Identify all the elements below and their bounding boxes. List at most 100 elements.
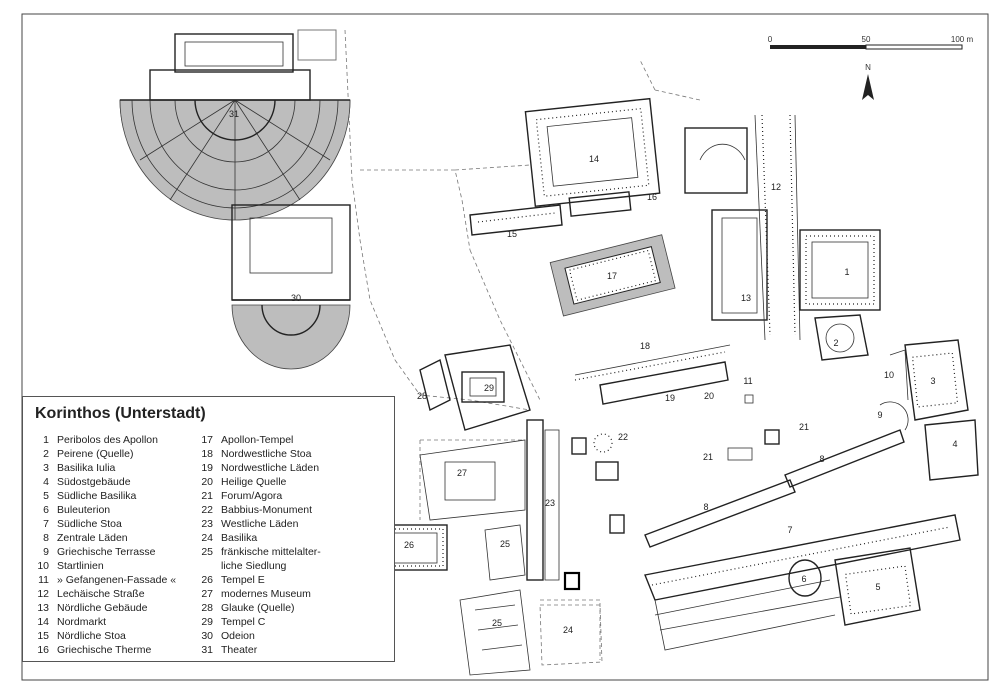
label-4: 4 bbox=[952, 439, 957, 449]
legend-item-label: Südostgebäude bbox=[57, 476, 131, 488]
building-nordmarkt bbox=[524, 97, 661, 207]
boundary-lines bbox=[344, 29, 701, 660]
building-suedostgebaeude bbox=[924, 419, 979, 481]
building-apollon-tempel bbox=[549, 234, 676, 317]
legend-item-label: Südliche Stoa bbox=[57, 518, 122, 530]
building-buleuterion bbox=[788, 559, 822, 597]
legend-item: 4 Südostgebäude bbox=[31, 475, 176, 489]
building-museum bbox=[419, 439, 526, 521]
label-22: 22 bbox=[618, 432, 628, 442]
north-label: N bbox=[865, 63, 871, 72]
building-suedliche-basilika bbox=[834, 547, 921, 626]
legend-item-label: Griechische Therme bbox=[57, 644, 152, 656]
label-17: 17 bbox=[607, 271, 617, 281]
label-5: 5 bbox=[875, 582, 880, 592]
building-griechische-therme bbox=[568, 191, 632, 217]
legend-item-label: Nördliche Gebäude bbox=[57, 602, 148, 614]
label-10: 10 bbox=[884, 370, 894, 380]
label-28: 28 bbox=[417, 391, 427, 401]
label-12: 12 bbox=[771, 182, 781, 192]
label-16: 16 bbox=[647, 192, 657, 202]
legend-item-label: Westliche Läden bbox=[221, 518, 299, 530]
legend-item-number: 17 bbox=[201, 434, 213, 446]
building-westliche-laeden bbox=[526, 419, 581, 591]
legend-item-number: 5 bbox=[43, 490, 49, 502]
legend-item-number: 26 bbox=[201, 574, 213, 586]
legend-item-number: 31 bbox=[201, 644, 213, 656]
label-9: 9 bbox=[877, 410, 882, 420]
road-lechaeische-strasse bbox=[754, 114, 801, 341]
label-8a: 8 bbox=[703, 502, 708, 512]
legend-item: liche Siedlung bbox=[195, 559, 321, 573]
legend-item-number: 4 bbox=[43, 476, 49, 488]
label-14: 14 bbox=[589, 154, 599, 164]
north-arrow-icon: N bbox=[862, 63, 874, 100]
legend-item-label: Babbius-Monument bbox=[221, 504, 313, 516]
legend-item-label: Odeion bbox=[221, 630, 255, 642]
label-18: 18 bbox=[640, 341, 650, 351]
building-suedliche-stoa bbox=[644, 514, 961, 651]
scale-bar-white bbox=[865, 44, 963, 50]
legend-item-label: Tempel E bbox=[221, 574, 265, 586]
legend-item-number: 15 bbox=[37, 630, 49, 642]
legend-item-number: 20 bbox=[201, 476, 213, 488]
label-25b: 25 bbox=[492, 618, 502, 628]
legend-item-number: 12 bbox=[37, 588, 49, 600]
legend-item: 31 Theater bbox=[195, 643, 321, 657]
legend-item: 26 Tempel E bbox=[195, 573, 321, 587]
legend-item: 11» Gefangenen-Fassade « bbox=[31, 573, 176, 587]
legend-item-number: 6 bbox=[43, 504, 49, 516]
building-noerdliche-gebaeude bbox=[684, 127, 768, 321]
legend-item-number bbox=[195, 559, 221, 573]
legend-item-label: Buleuterion bbox=[57, 504, 111, 516]
label-30: 30 bbox=[291, 293, 301, 303]
legend-item-label: Basilika Iulia bbox=[57, 462, 116, 474]
legend-item: 6 Buleuterion bbox=[31, 503, 176, 517]
legend-item: 3 Basilika Iulia bbox=[31, 461, 176, 475]
legend-item-number: 1 bbox=[43, 434, 49, 446]
legend-item-number: 2 bbox=[43, 448, 49, 460]
legend-item-label: Heilige Quelle bbox=[221, 476, 287, 488]
building-noerdliche-stoa bbox=[469, 204, 563, 236]
scale-tick-0: 0 bbox=[768, 35, 773, 44]
legend-item-number: 11 bbox=[38, 574, 49, 586]
label-21a: 21 bbox=[799, 422, 809, 432]
label-1: 1 bbox=[844, 267, 849, 277]
plan-labels: 1 2 3 4 5 6 7 8 8 9 10 11 12 13 14 15 16… bbox=[229, 109, 958, 635]
legend-item-label: Südliche Basilika bbox=[57, 490, 137, 502]
scale-bar-black bbox=[770, 45, 866, 49]
legend-item: 17 Apollon-Tempel bbox=[195, 433, 321, 447]
legend-item-label: Zentrale Läden bbox=[57, 532, 128, 544]
legend-item-label: Apollon-Tempel bbox=[221, 434, 294, 446]
label-3: 3 bbox=[930, 376, 935, 386]
legend-item-number: 21 bbox=[201, 490, 213, 502]
legend-item-number: 3 bbox=[43, 462, 49, 474]
label-13: 13 bbox=[741, 293, 751, 303]
label-23: 23 bbox=[545, 498, 555, 508]
legend-item-label: Lechäische Straße bbox=[57, 588, 145, 600]
label-19: 19 bbox=[665, 393, 675, 403]
legend-item-label: Theater bbox=[221, 644, 258, 656]
building-babbius bbox=[571, 433, 619, 481]
legend-title: Korinthos (Unterstadt) bbox=[35, 405, 206, 422]
label-27: 27 bbox=[457, 468, 467, 478]
legend-item-label: liche Siedlung bbox=[221, 560, 287, 572]
label-24: 24 bbox=[563, 625, 573, 635]
building-peribolos bbox=[799, 229, 881, 311]
label-11: 11 bbox=[743, 376, 752, 386]
legend-item-number: 19 bbox=[201, 462, 213, 474]
label-21b: 21 bbox=[703, 452, 713, 462]
